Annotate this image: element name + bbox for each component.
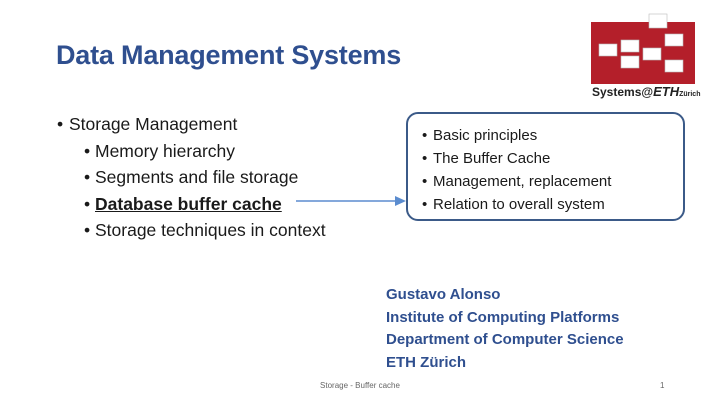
bullet-memory-hierarchy: • Memory hierarchy bbox=[57, 138, 326, 165]
bullet-storage-management: • Storage Management bbox=[57, 111, 326, 138]
callout-item-text: Relation to overall system bbox=[433, 196, 605, 213]
bullet-dot: • bbox=[84, 193, 91, 214]
main-bullet-list: • Storage Management • Memory hierarchy … bbox=[57, 111, 326, 244]
bullet-text: Storage Management bbox=[69, 114, 238, 134]
logo-wordmark: Systems@ETHZürich bbox=[592, 84, 700, 99]
bullet-dot: • bbox=[84, 220, 91, 240]
bullet-dot: • bbox=[422, 173, 428, 190]
author-department: Department of Computer Science bbox=[386, 331, 624, 348]
slide-title: Data Management Systems bbox=[56, 40, 402, 70]
footer-title: Storage - Buffer cache bbox=[320, 381, 400, 390]
logo-brand: ETH bbox=[653, 84, 680, 99]
author-university: ETH Zürich bbox=[386, 353, 467, 371]
bullet-segments-file-storage: • Segments and file storage bbox=[57, 164, 326, 191]
author-institute: Institute of Computing Platforms bbox=[386, 308, 620, 326]
callout-item: • Management, replacement bbox=[422, 170, 683, 193]
arrow-right-icon bbox=[296, 196, 406, 206]
bullet-text: Storage techniques in context bbox=[95, 220, 326, 240]
bullet-dot: • bbox=[422, 150, 428, 167]
logo-suffix: Zürich bbox=[679, 91, 701, 98]
author-name: Gustavo Alonso bbox=[386, 286, 501, 303]
callout-item-text: The Buffer Cache bbox=[433, 150, 551, 167]
callout-item-text: Basic principles bbox=[433, 127, 538, 144]
callout-item: • Relation to overall system bbox=[422, 193, 683, 216]
callout-box: • Basic principles • The Buffer Cache • … bbox=[406, 112, 685, 221]
bullet-text-highlighted: Database buffer cache bbox=[95, 193, 282, 214]
eth-systems-logo bbox=[591, 13, 695, 84]
callout-item-text: Management, replacement bbox=[433, 173, 612, 190]
bullet-text: Segments and file storage bbox=[95, 167, 299, 187]
bullet-dot: • bbox=[422, 196, 428, 213]
callout-item: • The Buffer Cache bbox=[422, 147, 683, 170]
bullet-database-buffer-cache: • Database buffer cache bbox=[57, 191, 326, 218]
bullet-dot: • bbox=[84, 167, 91, 187]
bullet-storage-techniques: • Storage techniques in context bbox=[57, 217, 326, 244]
author-block: Gustavo Alonso Institute of Computing Pl… bbox=[386, 284, 624, 374]
bullet-dot: • bbox=[57, 114, 64, 134]
page-number: 1 bbox=[660, 381, 665, 390]
logo-prefix: Systems@ bbox=[592, 85, 654, 99]
callout-item: • Basic principles bbox=[422, 124, 683, 147]
bullet-text: Memory hierarchy bbox=[95, 140, 236, 161]
bullet-dot: • bbox=[422, 127, 428, 144]
bullet-dot: • bbox=[84, 140, 91, 161]
